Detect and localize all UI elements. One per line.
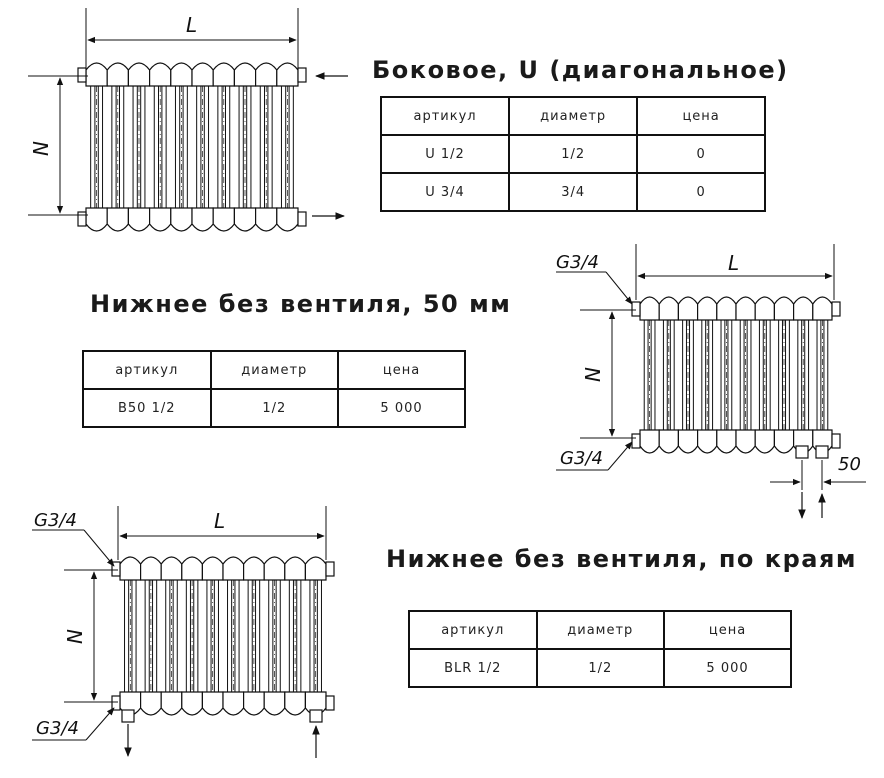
- radiator-section: [181, 556, 203, 716]
- height-label: N: [29, 141, 53, 156]
- table-row: BLR 1/2 1/2 5 000: [408, 648, 792, 688]
- radiator-body: [631, 296, 841, 454]
- radiator-section: [304, 556, 327, 716]
- radiator-section: [201, 556, 224, 716]
- header-diameter: диаметр: [209, 350, 340, 390]
- radiator-section: [754, 296, 775, 454]
- table-row: U 1/2 1/2 0: [379, 134, 766, 174]
- plug: [297, 67, 307, 83]
- radiator-section: [119, 556, 142, 716]
- length-label: L: [728, 251, 739, 275]
- radiator-section: [170, 62, 193, 232]
- radiator-body: [111, 556, 335, 716]
- cell-article: BLR 1/2: [408, 648, 538, 688]
- radiator-section: [697, 296, 718, 454]
- radiator-section: [255, 62, 278, 232]
- header-diameter: диаметр: [535, 610, 666, 650]
- height-label: N: [63, 629, 87, 644]
- plug: [831, 301, 841, 317]
- section-title-bottom-edges: Нижнее без вентиля, по краям: [386, 545, 857, 573]
- cell-price: 5 000: [337, 388, 466, 428]
- spec-table-side: артикул диаметр цена U 1/2 1/2 0 U 3/4 3…: [379, 96, 766, 212]
- thread-label-bottom: G3/4: [560, 448, 603, 469]
- spec-table-bottom-edges: артикул диаметр цена BLR 1/2 1/2 5 000: [408, 610, 792, 688]
- cell-diameter: 3/4: [508, 172, 639, 212]
- plug: [297, 211, 307, 227]
- radiator-body: [77, 62, 307, 232]
- plug: [325, 695, 335, 711]
- cell-article: B50 1/2: [82, 388, 212, 428]
- header-price: цена: [337, 350, 466, 390]
- radiator-section: [160, 556, 183, 716]
- radiator-section: [658, 296, 679, 454]
- plug: [77, 211, 87, 227]
- radiator-drawing-bottom-edges: L N G3/4 G3/4: [32, 506, 335, 758]
- length-label: L: [186, 13, 197, 37]
- radiator-section: [243, 556, 265, 716]
- radiator-section: [276, 62, 299, 232]
- radiator-section: [793, 296, 814, 454]
- table-row: B50 1/2 1/2 5 000: [82, 388, 466, 428]
- plug: [111, 561, 121, 577]
- plug: [831, 433, 841, 449]
- table-row: U 3/4 3/4 0: [379, 172, 766, 212]
- radiator-section: [639, 296, 660, 454]
- radiator-section: [149, 62, 172, 232]
- radiator-drawing-side: L N: [28, 8, 348, 232]
- radiator-section: [233, 62, 257, 232]
- cell-article: U 3/4: [379, 172, 511, 212]
- radiator-section: [127, 62, 151, 232]
- header-article: артикул: [82, 350, 212, 390]
- thread-label-top: G3/4: [556, 252, 599, 273]
- radiator-section: [677, 296, 699, 454]
- radiator-section: [773, 296, 795, 454]
- radiator-section: [212, 62, 235, 232]
- header-diameter: диаметр: [508, 96, 639, 136]
- radiator-section: [222, 556, 245, 716]
- header-price: цена: [663, 610, 792, 650]
- radiator-section: [284, 556, 306, 716]
- plug: [325, 561, 335, 577]
- cell-diameter: 1/2: [535, 648, 666, 688]
- radiator-section: [263, 556, 286, 716]
- header-price: цена: [636, 96, 766, 136]
- plug: [111, 695, 121, 711]
- radiator-section: [716, 296, 737, 454]
- section-title-bottom-50: Нижнее без вентиля, 50 мм: [90, 290, 512, 318]
- cell-diameter: 1/2: [209, 388, 340, 428]
- length-label: L: [214, 509, 225, 533]
- radiator-section: [106, 62, 129, 232]
- height-label: N: [581, 367, 605, 382]
- radiator-drawing-bottom-50: L N G3/4 G3/4 50: [556, 244, 866, 519]
- radiator-section: [85, 62, 108, 232]
- spec-table-bottom-50: артикул диаметр цена B50 1/2 1/2 5 000: [82, 350, 466, 428]
- table-header-row: артикул диаметр цена: [82, 350, 466, 390]
- plug: [631, 301, 641, 317]
- cell-price: 0: [636, 134, 766, 174]
- spacing-label: 50: [838, 454, 861, 475]
- header-article: артикул: [379, 96, 511, 136]
- cell-article: U 1/2: [379, 134, 511, 174]
- section-title-side: Боковое, U (диагональное): [372, 56, 789, 84]
- thread-label-top: G3/4: [34, 510, 77, 531]
- header-article: артикул: [408, 610, 538, 650]
- thread-label-bottom: G3/4: [36, 718, 79, 739]
- plug: [631, 433, 641, 449]
- radiator-section: [812, 296, 833, 454]
- cell-price: 0: [636, 172, 766, 212]
- radiator-section: [140, 556, 162, 716]
- cell-price: 5 000: [663, 648, 792, 688]
- radiator-section: [191, 62, 214, 232]
- table-header-row: артикул диаметр цена: [379, 96, 766, 136]
- cell-diameter: 1/2: [508, 134, 639, 174]
- radiator-section: [735, 296, 756, 454]
- table-header-row: артикул диаметр цена: [408, 610, 792, 650]
- plug: [77, 67, 87, 83]
